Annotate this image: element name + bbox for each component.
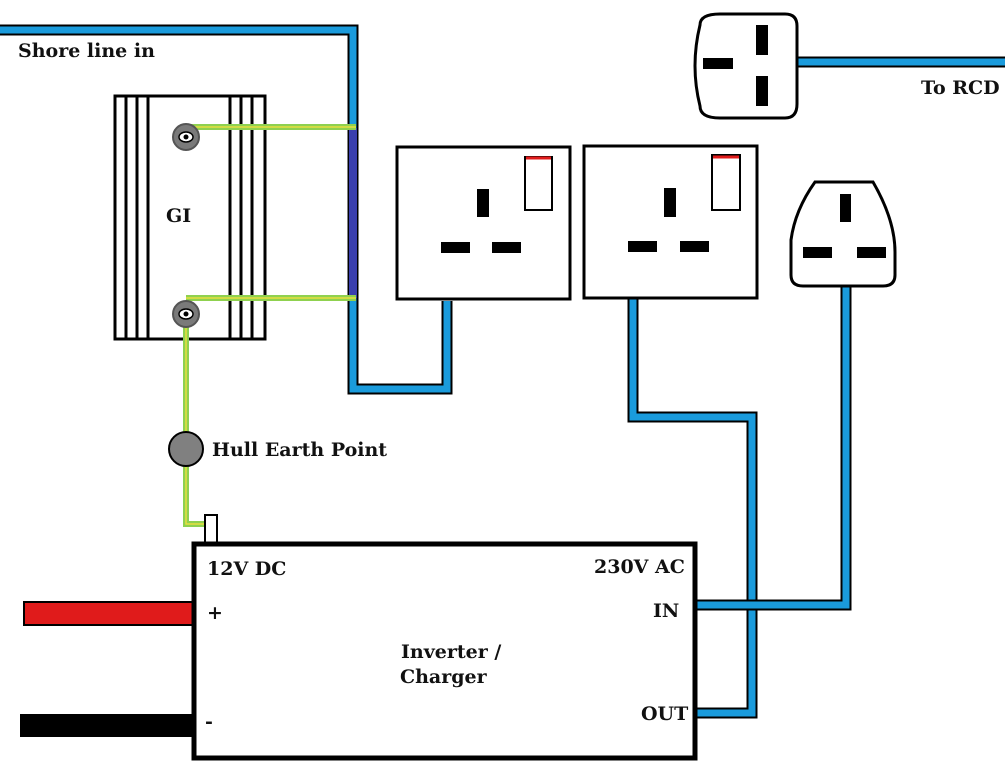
inverter-charger-box	[191, 541, 698, 761]
inverter-earth-terminal	[204, 514, 218, 544]
socket-2	[582, 144, 759, 300]
inverter-label-line1: Inverter /	[401, 641, 502, 663]
in-label: IN	[653, 600, 680, 622]
socket-to-out-cable	[627, 298, 758, 719]
plug-to-in-cable	[697, 286, 852, 611]
inverter-label-line2: Charger	[400, 666, 487, 688]
inverter-in-plug	[789, 180, 897, 288]
plus-label: +	[207, 602, 223, 624]
gi-label: GI	[166, 205, 192, 227]
dc-label: 12V DC	[207, 558, 287, 580]
dc-negative-cable	[20, 714, 193, 737]
hull-earth-label: Hull Earth Point	[212, 439, 388, 461]
shore-line-cable	[0, 24, 453, 395]
to-rcd-label: To RCD	[921, 77, 1000, 99]
gi-terminal-bottom	[172, 300, 200, 328]
dc-positive-cable	[23, 601, 194, 626]
shore-line-label: Shore line in	[18, 40, 155, 62]
socket-1	[395, 145, 572, 301]
earth-wires	[183, 124, 356, 527]
ac-label: 230V AC	[594, 556, 685, 578]
hull-earth-point	[168, 431, 204, 467]
minus-label: -	[205, 711, 213, 733]
rcd-plug	[693, 12, 799, 120]
gi-terminal-top	[172, 123, 200, 151]
out-label: OUT	[641, 703, 689, 725]
